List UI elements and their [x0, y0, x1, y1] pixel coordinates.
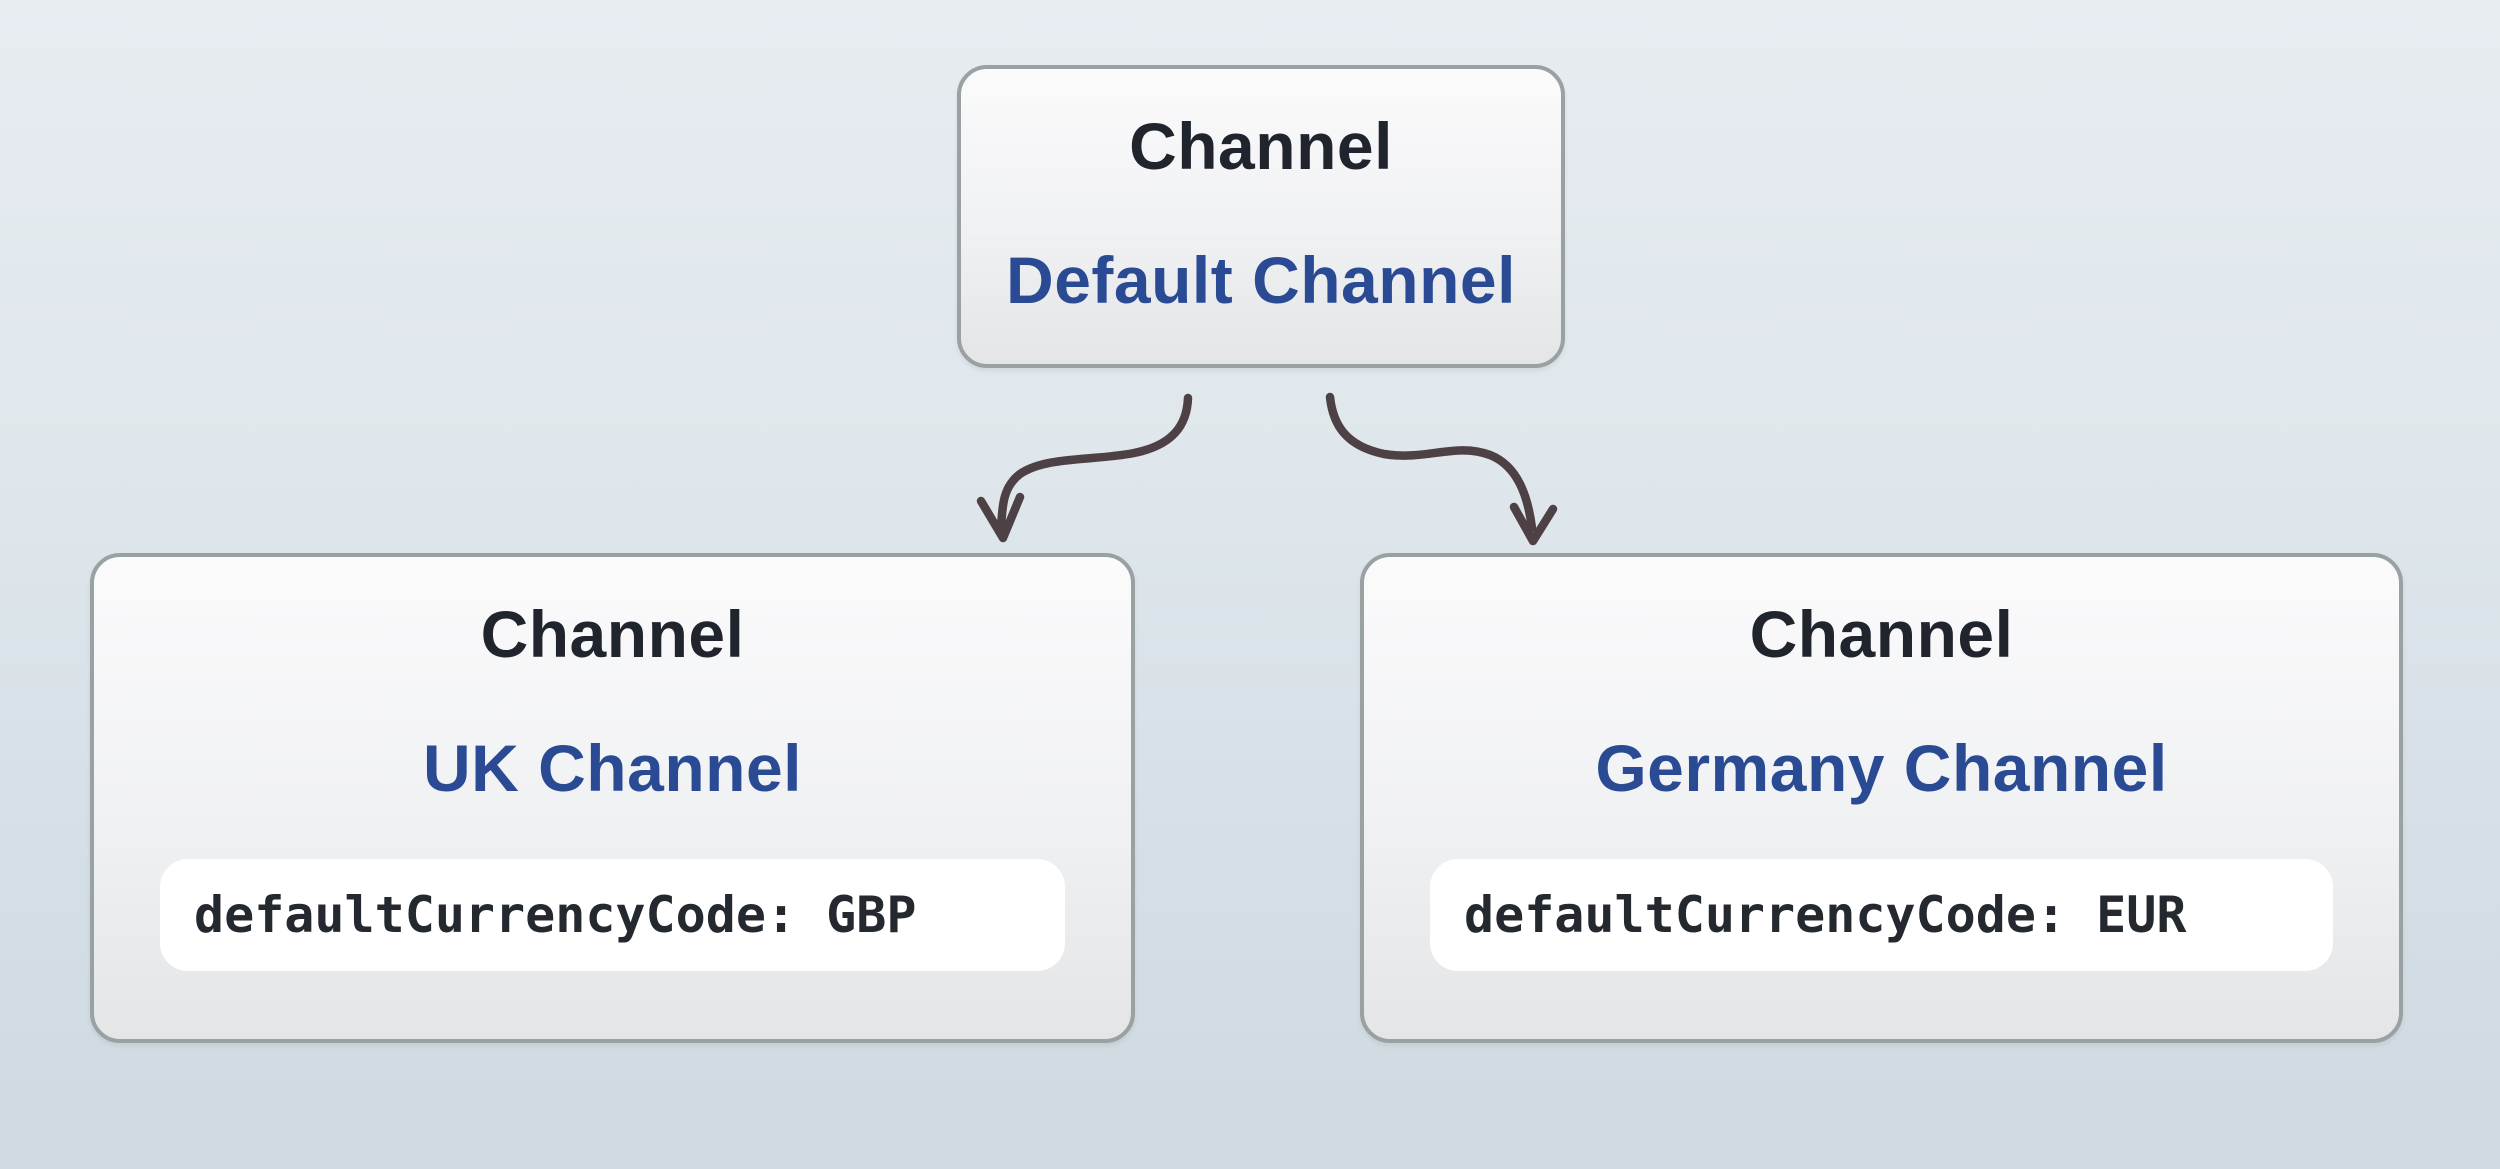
node-name-label: Germany Channel: [1595, 731, 2168, 805]
node-default-channel: Channel Default Channel: [957, 65, 1565, 368]
node-name-label: Default Channel: [1006, 243, 1516, 317]
node-type-label: Channel: [1129, 109, 1393, 183]
arrow-default-to-uk-head-icon: [976, 492, 1025, 543]
arrow-default-to-germany-head-icon: [1509, 502, 1558, 546]
arrow-default-to-germany-shaft: [1325, 392, 1537, 533]
arrow-default-to-uk-shaft: [996, 393, 1193, 536]
node-name-label: UK Channel: [422, 731, 803, 805]
node-uk-channel: Channel UK Channel defaultCurrencyCode: …: [90, 553, 1135, 1043]
code-text: defaultCurrencyCode: EUR: [1464, 886, 2187, 944]
code-pill: defaultCurrencyCode: EUR: [1430, 859, 2333, 971]
node-germany-channel: Channel Germany Channel defaultCurrencyC…: [1360, 553, 2403, 1043]
code-pill: defaultCurrencyCode: GBP: [160, 859, 1065, 971]
arrow-default-to-germany: [1325, 392, 1558, 546]
code-text: defaultCurrencyCode: GBP: [194, 886, 917, 944]
node-type-label: Channel: [480, 597, 745, 671]
node-type-label: Channel: [1749, 597, 2014, 671]
arrow-default-to-uk: [976, 393, 1193, 543]
